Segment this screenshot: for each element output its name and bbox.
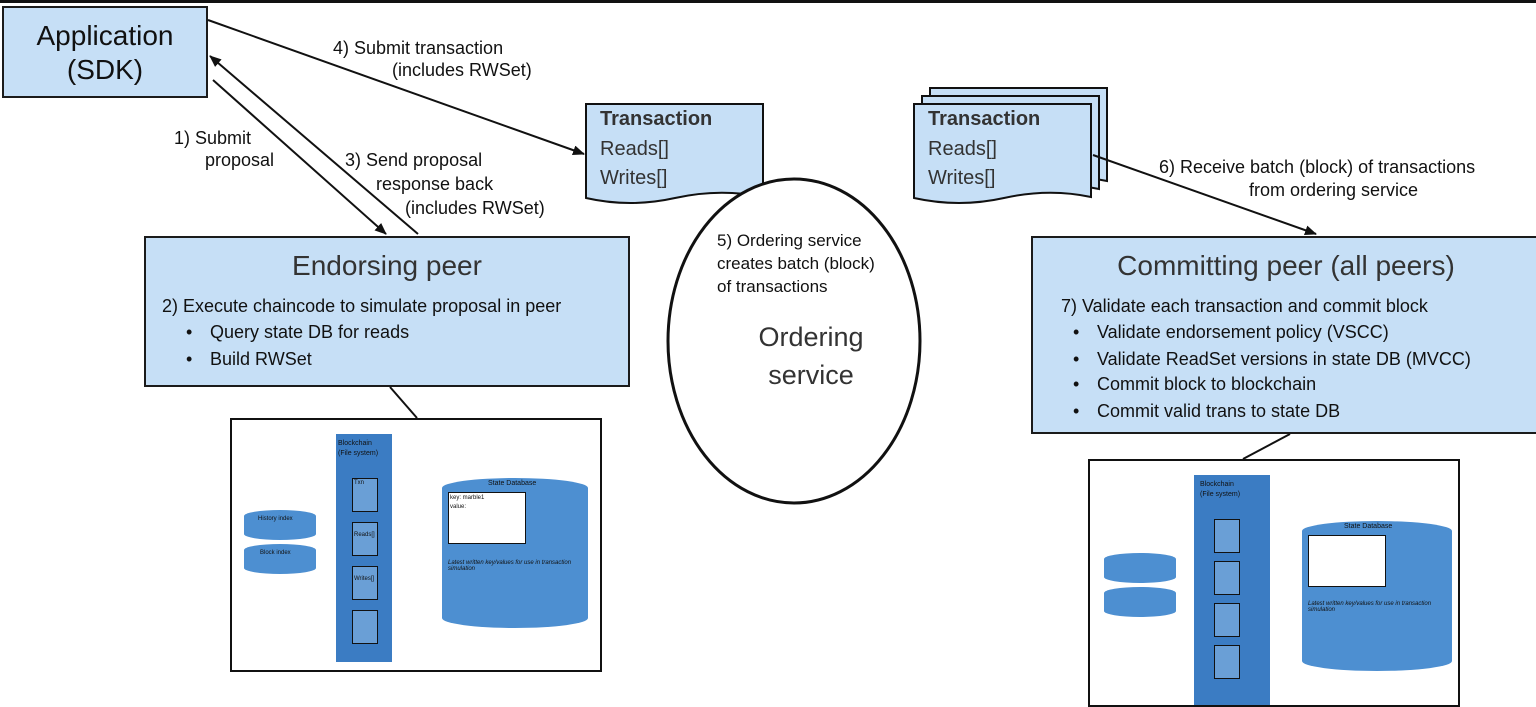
application-box: Application (SDK) xyxy=(2,6,208,98)
txn-block-label: Reads[] xyxy=(354,532,375,538)
ordering-step-line1: 5) Ordering service xyxy=(717,231,862,250)
application-label-line2: (SDK) xyxy=(66,54,144,85)
arrow-submit-transaction xyxy=(207,19,585,156)
step1-label-line1: 1) Submit xyxy=(174,128,252,148)
blockchain-label-line1: Blockchain xyxy=(338,440,372,447)
step4-label-line2: (includes RWSet) xyxy=(392,60,532,80)
ordering-step-line2: creates batch (block) xyxy=(717,254,875,273)
latest-note: Latest written key/values for use in tra… xyxy=(448,560,572,572)
blockchain-label-line1: Blockchain xyxy=(1200,481,1234,488)
transaction-title: Transaction xyxy=(600,108,713,130)
endorsing-bullet: Build RWSet xyxy=(186,349,312,370)
blockchain-label-line2: (File system) xyxy=(1200,491,1241,498)
ordering-name-line2: service xyxy=(768,360,854,390)
committing-storage-diagram: Blockchain (File system) State Database … xyxy=(1088,459,1460,707)
history-index-label: History index xyxy=(258,516,293,522)
transaction-stack-reads: Reads[] xyxy=(928,138,997,160)
block-index-db xyxy=(1104,587,1176,617)
txn-block xyxy=(1214,603,1240,637)
endorsing-peer-box: Endorsing peer 2) Execute chaincode to s… xyxy=(144,236,630,387)
ordering-name-line1: Ordering xyxy=(758,322,864,352)
arrow-submit-proposal xyxy=(212,79,387,235)
kv-box xyxy=(448,492,526,544)
txn-block xyxy=(1214,561,1240,595)
arrow-receive-batch xyxy=(1092,154,1317,236)
history-index-db xyxy=(244,510,316,540)
block-index-label: Block index xyxy=(260,550,291,556)
ordering-step-line3: of transactions xyxy=(717,277,828,296)
transaction-reads: Reads[] xyxy=(600,138,669,160)
step3-label-line2: response back xyxy=(376,174,494,194)
txn-block-label: Txn xyxy=(354,480,365,486)
ordering-service-circle xyxy=(666,177,922,505)
step1-label-line2: proposal xyxy=(205,150,275,170)
committing-bullet: Commit block to blockchain xyxy=(1073,374,1316,395)
step6-label-line2: from ordering service xyxy=(1249,180,1419,200)
endorsing-peer-title: Endorsing peer xyxy=(292,250,482,281)
step6-label-line1: 6) Receive batch (block) of transactions xyxy=(1159,157,1476,177)
transaction-writes: Writes[] xyxy=(600,167,668,189)
txn-block xyxy=(1214,519,1240,553)
connector-endorsing-storage xyxy=(389,386,418,419)
txn-block xyxy=(352,522,378,556)
latest-note: Latest written key/values for use in tra… xyxy=(1308,601,1432,613)
arrow-proposal-response xyxy=(209,55,419,235)
endorsing-storage-diagram: Blockchain (File system) Txn Reads[] Wri… xyxy=(230,418,602,672)
block-index-db xyxy=(244,544,316,574)
connector-committing-storage xyxy=(1242,433,1291,460)
committing-peer-box: Committing peer (all peers) 7) Validate … xyxy=(1031,236,1536,434)
transaction-stack-title: Transaction xyxy=(928,108,1041,130)
step3-label-line1: 3) Send proposal xyxy=(345,150,483,170)
state-db-label: State Database xyxy=(1344,523,1393,530)
top-border xyxy=(0,0,1536,3)
txn-block xyxy=(352,566,378,600)
state-db-label: State Database xyxy=(488,480,537,487)
step4-label-line1: 4) Submit transaction xyxy=(333,38,504,58)
committing-step-text: 7) Validate each transaction and commit … xyxy=(1061,296,1428,316)
history-index-db xyxy=(1104,553,1176,583)
kv-value-label: value: xyxy=(450,504,467,510)
endorsing-step-text: 2) Execute chaincode to simulate proposa… xyxy=(162,296,562,316)
blockchain-label-line2: (File system) xyxy=(338,450,379,457)
transaction-stack-front xyxy=(913,103,1092,204)
kv-key-label: key: marble1 xyxy=(450,495,485,501)
committing-bullet: Commit valid trans to state DB xyxy=(1073,401,1340,422)
endorsing-bullet: Query state DB for reads xyxy=(186,322,409,343)
committing-bullet: Validate ReadSet versions in state DB (M… xyxy=(1073,349,1471,370)
kv-box xyxy=(1308,535,1386,587)
txn-block xyxy=(352,610,378,644)
transaction-stack-writes: Writes[] xyxy=(928,167,996,189)
committing-bullet: Validate endorsement policy (VSCC) xyxy=(1073,322,1389,343)
step3-label-line3: (includes RWSet) xyxy=(405,198,545,218)
txn-block xyxy=(352,478,378,512)
committing-peer-title: Committing peer (all peers) xyxy=(1117,250,1455,281)
application-label-line1: Application xyxy=(36,20,174,51)
txn-block xyxy=(1214,645,1240,679)
txn-block-label: Writes[] xyxy=(354,576,375,582)
